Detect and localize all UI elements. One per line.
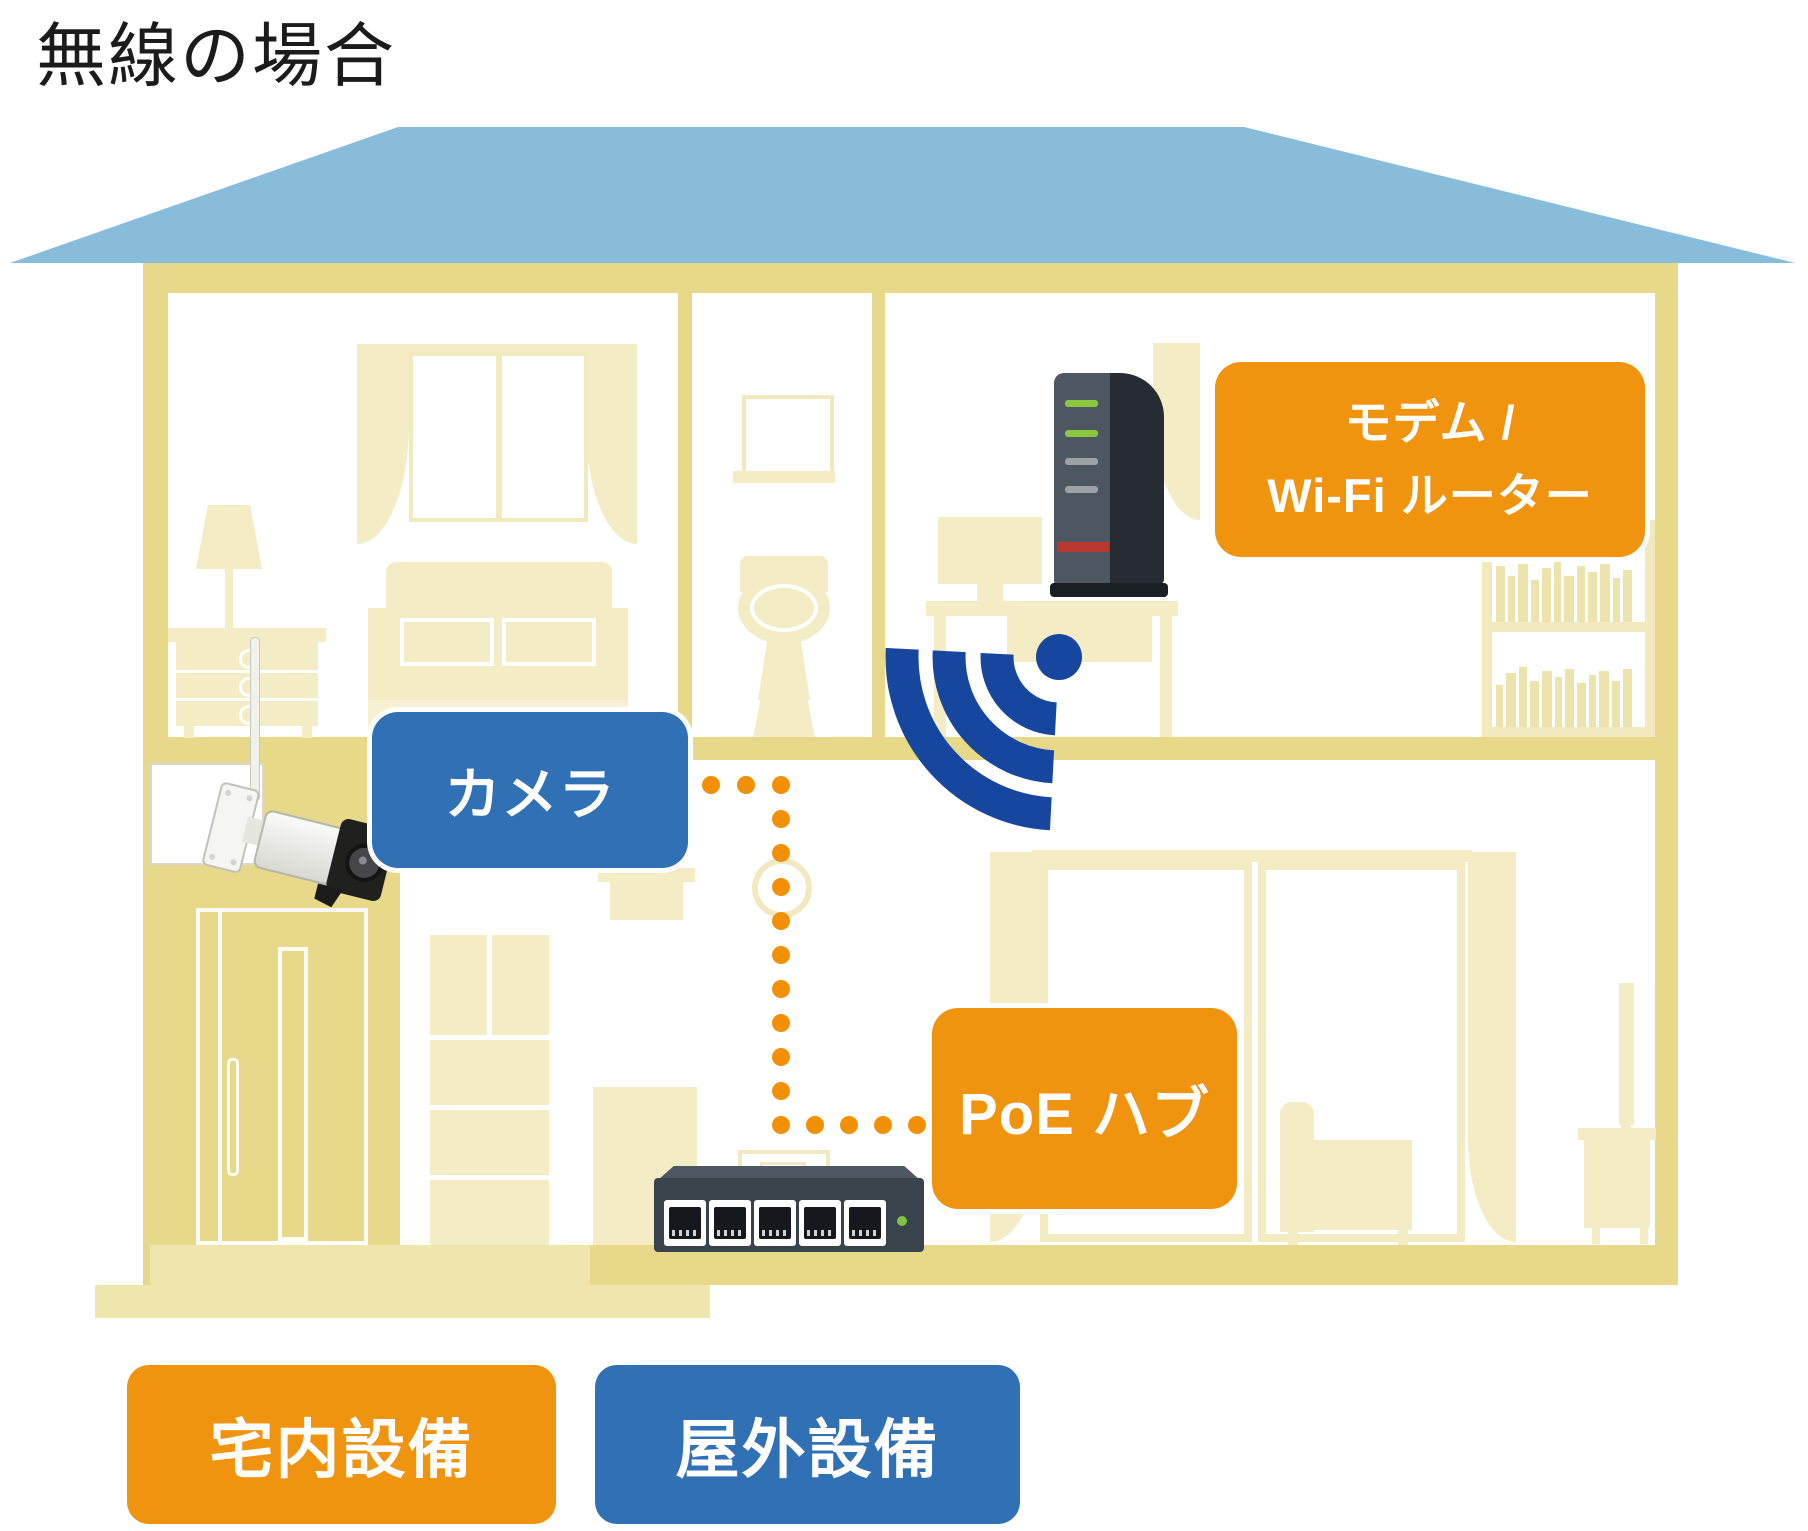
wall-outlet-icon [752, 858, 812, 918]
dresser-leg [184, 726, 194, 738]
switch-top [658, 1166, 920, 1180]
rj45-port [664, 1200, 706, 1246]
door-leaf-line [218, 908, 222, 1245]
refrigerator [430, 935, 549, 1245]
pillow [502, 618, 596, 666]
door-handle [227, 1058, 239, 1176]
toilet-window-sill [733, 471, 835, 483]
lamp [196, 505, 262, 569]
rj45-port [844, 1200, 886, 1246]
tv-stand-leg [1640, 1228, 1648, 1244]
tv-screen [1619, 983, 1634, 1125]
poe-hub-callout: PoE ハブ [932, 1008, 1237, 1209]
monitor-stand [977, 584, 1003, 601]
bed-headboard [386, 562, 612, 612]
tv-stand-top [1578, 1128, 1656, 1140]
legend-indoor: 宅内設備 [127, 1365, 556, 1524]
router-red-stripe [1057, 542, 1109, 552]
rj45-port [799, 1200, 841, 1246]
wifi-signal-icon [885, 634, 1082, 831]
porch-step-lower [95, 1285, 710, 1318]
entrance-door [196, 908, 368, 1245]
armchair-leg [1398, 1230, 1408, 1245]
ethernet-switch-icon [648, 1166, 924, 1254]
router-led-gray [1065, 458, 1098, 465]
pillow [400, 618, 494, 666]
bedroom-window-rail [357, 344, 637, 352]
router-led-gray [1065, 486, 1098, 493]
toilet-icon [738, 572, 830, 644]
drawer-line [176, 670, 318, 673]
patio-window-rail [1032, 850, 1472, 862]
desk [926, 601, 1178, 616]
dresser-leg [302, 726, 312, 738]
book-row [1496, 558, 1644, 622]
legend-indoor-label: 宅内設備 [209, 1413, 474, 1486]
patio-curtain-right [1468, 852, 1516, 1242]
armchair-base [1280, 1186, 1412, 1230]
lamp-stem [225, 569, 233, 629]
poe-hub-callout-label: PoE ハブ [959, 1081, 1210, 1147]
armchair-seat [1314, 1140, 1412, 1188]
sideboard [610, 882, 683, 920]
camera-antenna [250, 637, 260, 801]
dresser-top [168, 628, 326, 642]
camera-callout-label: カメラ [444, 762, 616, 826]
book-row [1496, 665, 1644, 727]
armchair-leg [1288, 1230, 1298, 1245]
rj45-port [754, 1200, 796, 1246]
sideboard-top [598, 868, 695, 882]
modem-router-callout: モデム / Wi-Fi ルーター [1215, 362, 1645, 557]
dresser [176, 642, 318, 726]
wifi-router-icon [1050, 370, 1168, 600]
router-base [1050, 583, 1168, 597]
porch-step-upper [150, 1245, 590, 1285]
toilet-base [753, 700, 815, 737]
tv-stand-leg [1592, 1228, 1600, 1244]
modem-router-line2: Wi-Fi ルーター [1267, 468, 1593, 522]
legend-outdoor-label: 屋外設備 [675, 1413, 940, 1486]
router-led-green [1065, 430, 1098, 437]
bedroom-window [409, 352, 588, 522]
router-led-green [1065, 400, 1098, 407]
door-glass-slit [278, 947, 308, 1241]
desk-leg [1160, 616, 1172, 737]
roof-icon [10, 127, 1795, 263]
legend-outdoor: 屋外設備 [595, 1365, 1020, 1524]
window-mullion [495, 356, 502, 518]
camera-callout: カメラ [372, 712, 688, 868]
computer-monitor [938, 517, 1042, 584]
drawer-line [176, 698, 318, 701]
tv-stand [1584, 1140, 1650, 1228]
toilet-window [742, 395, 834, 481]
page-title: 無線の場合 [36, 17, 396, 95]
toilet-pedestal [758, 640, 810, 700]
rj45-port [709, 1200, 751, 1246]
switch-led-green [897, 1216, 907, 1226]
modem-router-line1: モデム / [1344, 395, 1516, 449]
bookshelf-shelf [1492, 622, 1645, 632]
